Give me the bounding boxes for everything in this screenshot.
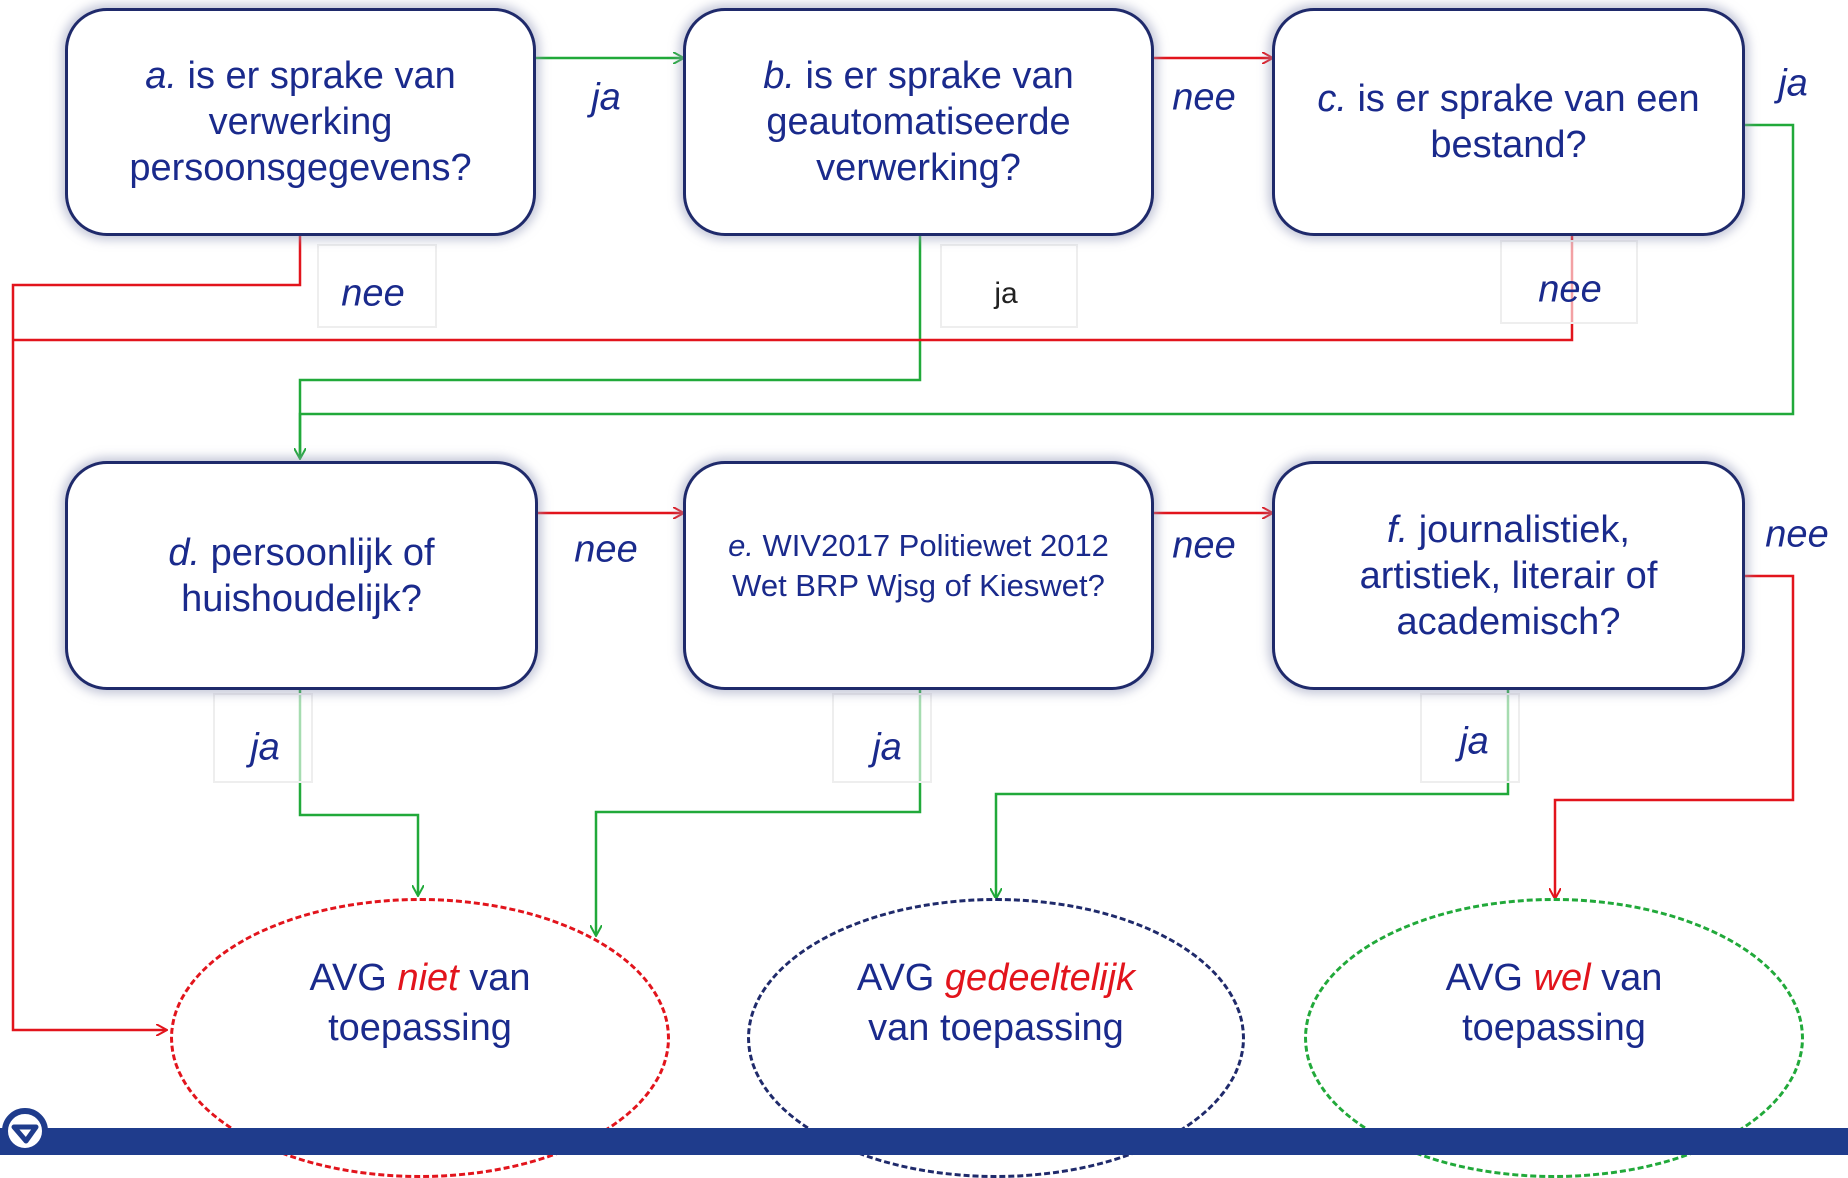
result-wel-line2: toepassing — [1462, 1007, 1646, 1049]
label-f-gedeeltelijk: ja — [1459, 720, 1489, 763]
node-f: f. journalistiek, artistiek, literair of… — [1272, 461, 1745, 690]
label-b-d: ja — [994, 277, 1018, 310]
node-c-letter: c. — [1317, 78, 1347, 120]
node-c-text: is er sprake van een bestand? — [1357, 78, 1700, 166]
node-b: b. is er sprake van geautomatiseerde ver… — [683, 8, 1154, 236]
node-e-text: WIV2017 Politiewet 2012 Wet BRP Wjsg of … — [732, 527, 1109, 603]
node-f-text: journalistiek, artistiek, literair of ac… — [1359, 508, 1658, 643]
result-gedeeltelijk-pre: AVG — [856, 957, 935, 999]
result-niet-pre: AVG — [309, 957, 387, 999]
label-b-c: nee — [1172, 76, 1236, 119]
result-niet-highlight: niet — [397, 957, 459, 999]
label-e-f: nee — [1172, 524, 1236, 567]
label-box-d-niet — [213, 693, 313, 783]
result-gedeeltelijk-highlight: gedeeltelijk — [944, 957, 1136, 999]
result-wel-post: van — [1601, 957, 1663, 999]
node-a-text: is er sprake van verwerking persoonsgege… — [129, 55, 472, 189]
node-d-letter: d. — [168, 531, 201, 574]
label-f-wel: nee — [1765, 513, 1829, 556]
label-box-a-niet — [317, 244, 437, 328]
result-niet-line2: toepassing — [328, 1007, 512, 1049]
node-e: e. WIV2017 Politiewet 2012 Wet BRP Wjsg … — [683, 461, 1154, 690]
label-a-niet: nee — [341, 272, 405, 315]
edge-f-wel — [1555, 574, 1795, 898]
result-niet-post: van — [469, 957, 531, 999]
node-a-letter: a. — [145, 55, 177, 97]
result-wel-highlight: wel — [1533, 957, 1591, 999]
node-e-letter: e. — [728, 527, 754, 563]
node-b-letter: b. — [763, 55, 795, 97]
circled-arrow-logo — [2, 1108, 48, 1153]
node-d-text: persoonlijk of huishoudelijk? — [181, 531, 435, 620]
edge-c-niet — [13, 236, 1574, 342]
result-gedeeltelijk-line2: van toepassing — [868, 1007, 1124, 1049]
label-a-b: ja — [591, 76, 621, 119]
result-wel-pre: AVG — [1445, 957, 1523, 999]
label-c-d: ja — [1778, 62, 1808, 105]
label-d-e: nee — [574, 528, 638, 571]
edge-d-niet — [298, 690, 418, 895]
edge-b-d — [298, 236, 922, 458]
label-box-f-gedeeltelijk — [1420, 693, 1520, 783]
node-d: d. persoonlijk of huishoudelijk? — [65, 461, 538, 690]
label-d-niet: ja — [250, 726, 280, 769]
label-box-b-d — [940, 244, 1078, 328]
label-e-niet: ja — [872, 726, 902, 769]
label-box-c-niet — [1500, 240, 1638, 324]
edge-a-niet — [11, 236, 302, 1030]
label-box-e-niet — [832, 693, 932, 783]
node-b-text: is er sprake van geautomatiseerde verwer… — [766, 55, 1074, 189]
node-f-letter: f. — [1387, 508, 1409, 551]
node-c: c. is er sprake van een bestand? — [1272, 8, 1745, 236]
node-a: a. is er sprake van verwerking persoonsg… — [65, 8, 536, 236]
label-c-niet: nee — [1538, 268, 1602, 311]
footer-bar — [0, 1128, 1848, 1155]
